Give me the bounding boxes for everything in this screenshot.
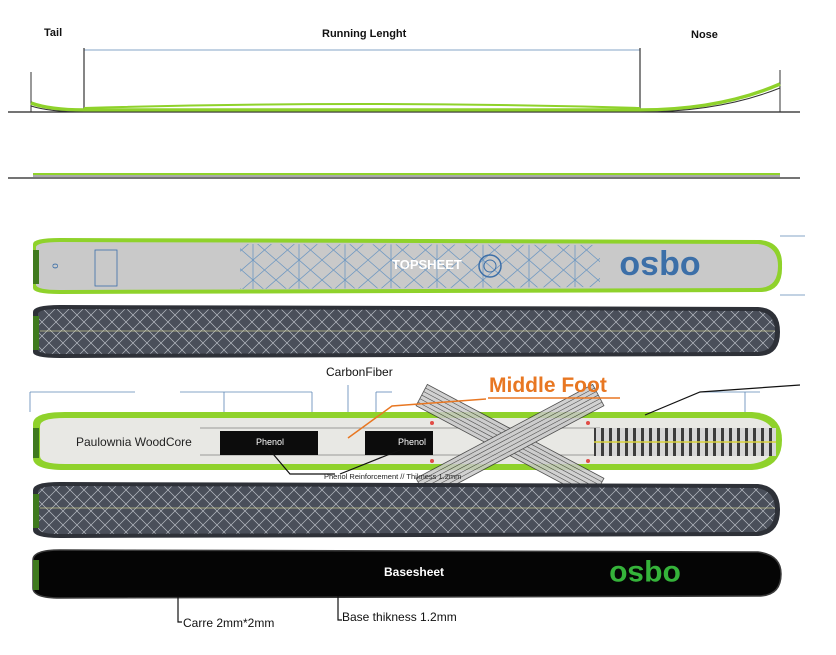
basesheet-black [33,550,781,598]
nose-label: Nose [691,29,718,41]
tip-insert-leader [644,384,801,416]
base-thickness-leader [337,596,342,621]
ski-camber [83,103,641,109]
tail-label: Tail [44,27,63,39]
carbon-fill-1 [38,309,775,354]
phenol-label-1: Phenol [256,437,285,447]
svg-text:o: o [50,263,61,269]
topsheet-label: TOPSHEET [392,257,462,272]
phenol-label-2: Phenol [398,437,427,447]
carbon-layer-bottom [33,482,780,538]
carbon-fiber-label: CarbonFiber [326,365,393,379]
phenol-leader-1 [267,447,335,475]
topsheet-ski: o oqso [33,235,805,296]
ski-profile-edge [30,87,781,113]
flat-ski-green [33,173,780,175]
base-thickness-label: Base thikness 1.2mm [342,610,457,624]
phenol-leader-2 [339,449,401,475]
phenol-block-1 [220,431,318,455]
side-profile [8,48,800,113]
running-length-label: Running Lenght [322,28,407,40]
carbon-fill-2 [38,486,775,534]
topsheet-spec-box [94,249,118,287]
core-layer [29,383,801,501]
middle-foot-label: Middle Foot [489,374,607,397]
carre-leader [177,597,182,623]
carbon-layer-top [33,305,780,358]
basesheet-label: Basesheet [384,565,445,579]
topsheet-logo: oqso [619,249,700,287]
middle-foot-x-reinforcement [415,383,605,501]
topsheet-pattern [240,244,600,289]
topsheet-badge-icon [478,254,502,278]
basesheet-ski: oqso [32,549,782,623]
ski-profile-green [30,82,781,112]
basesheet-logo: oqso [609,559,681,592]
middle-foot-leader [347,398,487,439]
wood-core-label: Paulownia WoodCore [76,435,192,449]
phenol-reinforcement-label: Phenol Reinforcement // Thikness 1.2mm [324,472,462,481]
carre-label: Carre 2mm*2mm [183,616,275,630]
flat-side-view [8,173,800,179]
